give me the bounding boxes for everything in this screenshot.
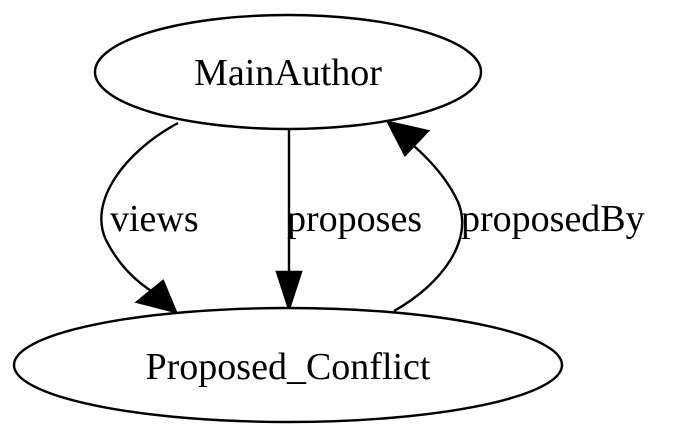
node-proposed-conflict: Proposed_Conflict [12, 306, 564, 424]
edge-label-views: views [110, 198, 199, 240]
edge-label-proposedby: proposedBy [461, 198, 645, 240]
edge-proposedby-arrowhead [385, 120, 431, 158]
edge-views: views [100, 121, 199, 314]
edge-proposedby: proposedBy [385, 120, 645, 313]
edge-views-line [100, 121, 179, 296]
edge-proposedby-line [393, 145, 464, 313]
node-proposed-conflict-label: Proposed_Conflict [146, 346, 431, 388]
edge-views-arrowhead [134, 279, 179, 314]
node-main-author: MainAuthor [93, 13, 483, 131]
node-main-author-label: MainAuthor [194, 52, 382, 94]
edge-proposes: proposes [275, 130, 422, 313]
edge-label-proposes: proposes [287, 198, 422, 240]
edge-proposes-arrowhead [275, 270, 303, 313]
node-proposed-conflict-ellipse [12, 306, 564, 424]
node-main-author-ellipse [93, 13, 483, 131]
